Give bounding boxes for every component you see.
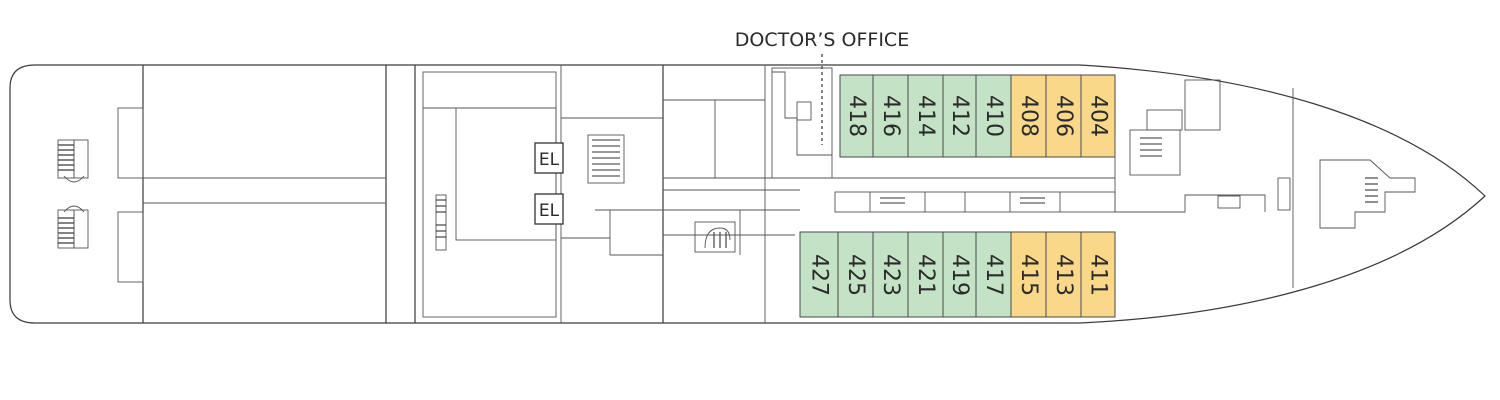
cabin-411-label: 411 bbox=[1086, 254, 1111, 296]
cabin-419[interactable]: 419 bbox=[942, 231, 977, 318]
cabin-415-label: 415 bbox=[1016, 254, 1041, 296]
forward-area bbox=[1114, 79, 1416, 288]
cabin-404[interactable]: 404 bbox=[1080, 74, 1116, 158]
cabin-427[interactable]: 427 bbox=[799, 231, 839, 318]
cabin-418[interactable]: 418 bbox=[839, 74, 874, 158]
doctors-office-label: DOCTOR’S OFFICE bbox=[735, 29, 909, 51]
cabin-423[interactable]: 423 bbox=[872, 231, 909, 318]
cabin-408-label: 408 bbox=[1016, 95, 1041, 137]
cabin-413[interactable]: 413 bbox=[1045, 231, 1082, 318]
doctors-office-callout: DOCTOR’S OFFICE bbox=[735, 29, 909, 145]
elevator-1: EL bbox=[534, 142, 564, 174]
cabin-416[interactable]: 416 bbox=[872, 74, 909, 158]
elevator-1-label: EL bbox=[539, 150, 560, 170]
elevator-2: EL bbox=[534, 193, 564, 225]
cabin-406[interactable]: 406 bbox=[1045, 74, 1082, 158]
cabin-408[interactable]: 408 bbox=[1010, 74, 1047, 158]
aft-stairs-bottom bbox=[57, 205, 89, 249]
cabin-414-label: 414 bbox=[913, 95, 938, 137]
cabin-418-label: 418 bbox=[844, 95, 869, 137]
cabins-upper-group: 418 416 414 412 410 408 406 404 bbox=[839, 74, 1116, 158]
cabin-425-label: 425 bbox=[843, 254, 868, 296]
cabin-412[interactable]: 412 bbox=[942, 74, 977, 158]
cabin-425[interactable]: 425 bbox=[837, 231, 874, 318]
service-strip bbox=[834, 191, 1116, 213]
cabin-417[interactable]: 417 bbox=[975, 231, 1012, 318]
cabin-421[interactable]: 421 bbox=[907, 231, 944, 318]
cabin-416-label: 416 bbox=[878, 95, 903, 137]
cabin-421-label: 421 bbox=[913, 254, 938, 296]
cabin-413-label: 413 bbox=[1051, 254, 1076, 296]
cabin-412-label: 412 bbox=[947, 95, 972, 137]
aft-stairs-top bbox=[57, 139, 89, 183]
midship-area bbox=[595, 65, 1115, 323]
cabin-414[interactable]: 414 bbox=[907, 74, 944, 158]
hull-outline bbox=[9, 64, 1486, 324]
cabin-427-label: 427 bbox=[807, 254, 832, 296]
cabins-lower-group: 427 425 423 421 419 417 415 413 bbox=[799, 231, 1116, 318]
cabin-404-label: 404 bbox=[1086, 95, 1111, 137]
aft-area bbox=[117, 65, 416, 323]
cabin-417-label: 417 bbox=[981, 254, 1006, 296]
cabin-423-label: 423 bbox=[878, 254, 903, 296]
cabin-411[interactable]: 411 bbox=[1080, 231, 1116, 318]
cabin-410-label: 410 bbox=[981, 95, 1006, 137]
cabin-419-label: 419 bbox=[947, 254, 972, 296]
cabin-406-label: 406 bbox=[1051, 95, 1076, 137]
cabin-410[interactable]: 410 bbox=[975, 74, 1012, 158]
cabin-415[interactable]: 415 bbox=[1010, 231, 1047, 318]
elevator-2-label: EL bbox=[539, 201, 560, 221]
